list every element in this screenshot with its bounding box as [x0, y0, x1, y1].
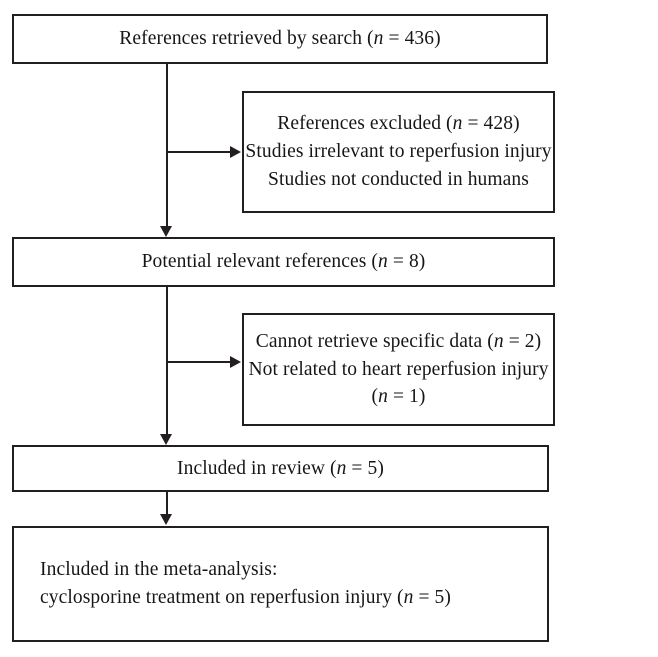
node-references-retrieved: References retrieved by search (n = 436)	[12, 14, 548, 64]
node-text-prefix: References retrieved by search (	[119, 28, 374, 50]
node-text-prefix: References excluded (	[277, 113, 453, 135]
node-text-suffix: = 2)	[503, 330, 542, 352]
n-symbol: n	[452, 113, 463, 135]
node-line: References retrieved by search (n = 436)	[119, 25, 440, 53]
node-text-prefix: Potential relevant references (	[141, 251, 379, 273]
n-symbol: n	[373, 28, 384, 50]
n-symbol: n	[493, 330, 504, 352]
node-included-in-meta-analysis: Included in the meta-analysis: cyclospor…	[12, 526, 549, 642]
node-text-prefix: cyclosporine treatment on reperfusion in…	[40, 587, 404, 608]
node-line: Not related to heart reperfusion injury	[248, 356, 548, 384]
connector-to-excluded	[166, 151, 232, 153]
node-text-prefix: Studies not conducted in humans	[268, 168, 529, 190]
node-text-prefix: Studies irrelevant to reperfusion injury	[245, 141, 552, 163]
arrowhead-down-icon	[160, 226, 172, 237]
node-text-suffix: = 8)	[387, 251, 426, 273]
node-line: Included in the meta-analysis:	[40, 556, 277, 584]
node-line: Studies irrelevant to reperfusion injury	[245, 138, 551, 166]
node-text-suffix: = 436)	[383, 28, 441, 50]
n-symbol: n	[336, 457, 347, 479]
n-symbol: n	[378, 386, 388, 408]
node-potential-relevant-references: Potential relevant references (n = 8)	[12, 237, 555, 287]
arrowhead-right-icon	[230, 146, 241, 158]
node-text-prefix: Included in the meta-analysis:	[40, 559, 278, 581]
node-line: Included in review (n = 5)	[177, 455, 384, 483]
node-cannot-retrieve: Cannot retrieve specific data (n = 2) No…	[242, 313, 555, 426]
connector-included-to-meta	[166, 492, 168, 515]
node-line: cyclosporine treatment on reperfusion in…	[40, 584, 451, 612]
connector-to-cannot-retrieve	[166, 361, 232, 363]
node-text-prefix: Cannot retrieve specific data (	[255, 330, 494, 352]
node-line: (n = 1)	[372, 383, 426, 411]
node-text-prefix: Included in review (	[177, 457, 337, 479]
n-symbol: n	[403, 587, 414, 608]
node-line: Cannot retrieve specific data (n = 2)	[256, 328, 541, 356]
node-text-suffix: = 1)	[387, 386, 426, 408]
node-included-in-review: Included in review (n = 5)	[12, 445, 549, 492]
arrowhead-right-icon	[230, 356, 241, 368]
node-line: Potential relevant references (n = 8)	[142, 248, 426, 276]
node-text-suffix: = 428)	[462, 113, 520, 135]
arrowhead-down-icon	[160, 514, 172, 525]
node-text-prefix: Not related to heart reperfusion injury	[248, 358, 549, 380]
node-references-excluded: References excluded (n = 428) Studies ir…	[242, 91, 555, 213]
connector-potential-to-included	[166, 287, 168, 434]
node-line: Studies not conducted in humans	[268, 166, 529, 194]
n-symbol: n	[378, 251, 388, 273]
node-line: References excluded (n = 428)	[277, 110, 519, 138]
arrowhead-down-icon	[160, 434, 172, 445]
node-text-suffix: = 5)	[413, 587, 451, 608]
node-text-prefix: (	[371, 386, 379, 408]
connector-retrieved-to-potential	[166, 64, 168, 227]
node-text-suffix: = 5)	[346, 457, 384, 479]
